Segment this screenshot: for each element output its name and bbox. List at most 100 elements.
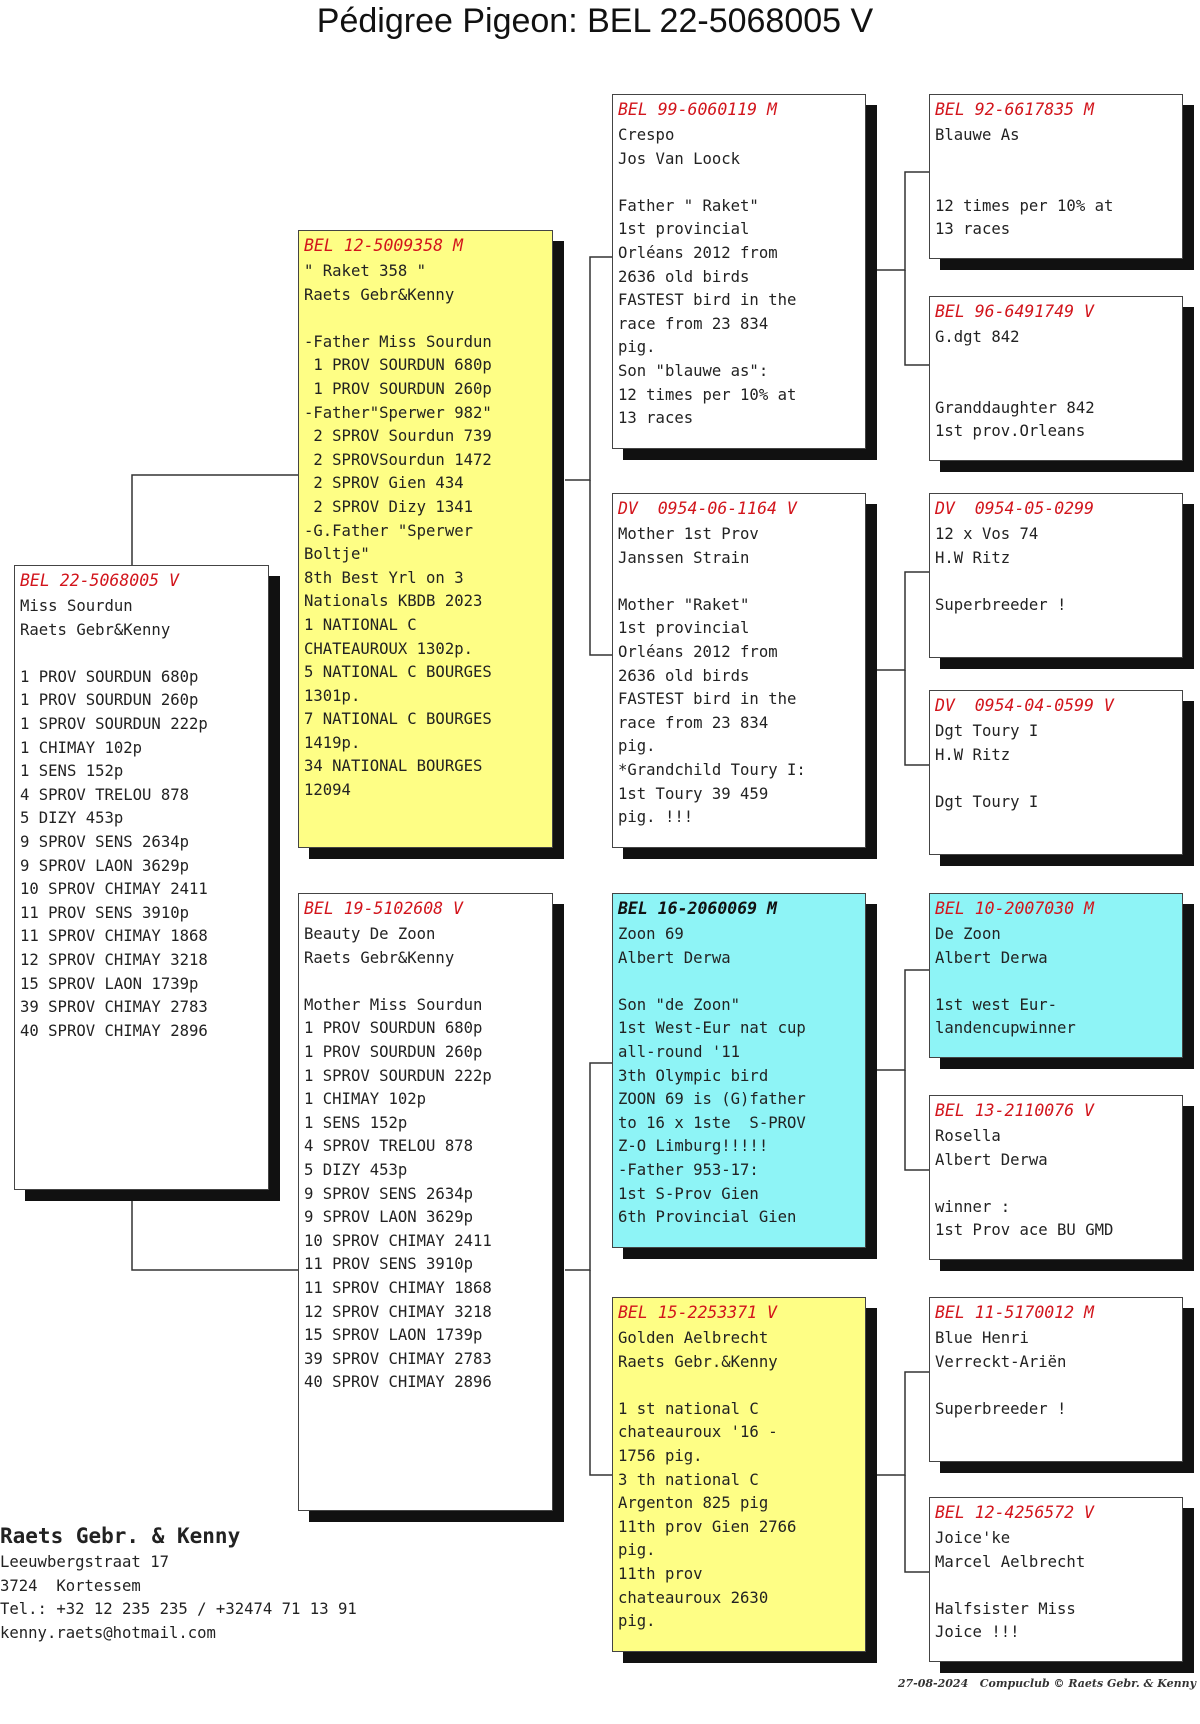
detail-line: Mother 1st Prov [618,525,759,543]
detail-line: Beauty De Zoon [304,925,436,943]
detail-line [20,642,262,666]
detail-line [935,970,1176,994]
detail-line: 39 SPROV CHIMAY 2783 [304,1349,492,1368]
detail-line [935,373,1176,397]
detail-line: 5 DIZY 453p [304,1160,408,1179]
detail-line: 10 SPROV CHIMAY 2411 [20,880,208,899]
breeder-name: Raets Gebr. & Kenny [0,1524,241,1548]
ring-number: BEL 92-6617835 M [935,100,1094,119]
detail-line: 1 PROV SOURDUN 260p [20,691,199,710]
detail-line: -Father Miss Sourdun [304,332,492,351]
detail-line: G.dgt 842 [935,328,1020,346]
detail-line: 1756 pig. [618,1446,703,1465]
detail-line: Halfsister Miss [935,1599,1076,1618]
detail-line: pig. [618,737,656,756]
pigeon-card-father[interactable]: BEL 12-5009358 M " Raket 358 "Raets Gebr… [298,230,553,848]
detail-line: 39 SPROV CHIMAY 2783 [20,998,208,1017]
page-title: Pédigree Pigeon: BEL 22-5068005 V [316,2,874,40]
detail-line: 3th Olympic bird [618,1066,769,1085]
detail-line: 9 SPROV SENS 2634p [20,832,189,851]
detail-line: 11 PROV SENS 3910p [304,1255,473,1274]
ring-number: DV 0954-06-1164 V [618,499,797,518]
detail-line [935,1374,1176,1398]
detail-line: 7 NATIONAL C BOURGES [304,710,492,729]
detail-line: Mother "Raket" [618,595,750,614]
footer-credit: 27-08-2024 Compuclub © Raets Gebr. & Ken… [897,1677,1196,1690]
breeder-email[interactable]: kenny.raets@hotmail.com [0,1623,216,1642]
detail-line: pig. [618,1541,656,1560]
detail-line: 1 CHIMAY 102p [20,738,143,757]
detail-line: 1301p. [304,686,361,705]
ring-number: BEL 16-2060069 M [618,899,777,918]
detail-line: 10 SPROV CHIMAY 2411 [304,1231,492,1250]
detail-line: 1st prov.Orleans [935,422,1086,441]
detail-line: Verreckt-Ariën [935,1352,1067,1371]
detail-line: Boltje" [304,545,370,564]
detail-line: landencupwinner [935,1019,1076,1038]
detail-line: 9 SPROV SENS 2634p [304,1184,473,1203]
detail-line: Z-O Limburg!!!!! [618,1137,769,1156]
detail-line: 12 x Vos 74 [935,525,1039,543]
detail-line: to 16 x 1ste S-PROV [618,1113,806,1132]
detail-line [935,148,1176,172]
detail-line: CHATEAUROUX 1302p. [304,639,473,658]
ring-number: BEL 10-2007030 M [935,899,1094,918]
detail-line: pig. !!! [618,808,694,827]
detail-line: Superbreeder ! [935,1399,1067,1418]
detail-line: Raets Gebr&Kenny [304,285,455,304]
detail-line: 15 SPROV LAON 1739p [304,1326,483,1345]
detail-line: Superbreeder ! [935,595,1067,614]
breeder-city: 3724 Kortessem [0,1576,141,1595]
detail-line: 8th Best Yrl on 3 [304,568,464,587]
detail-line: 1 PROV SOURDUN 260p [304,1042,483,1061]
detail-line: Rosella [935,1127,1001,1145]
detail-line: 1 PROV SOURDUN 680p [304,356,492,375]
detail-line: 4 SPROV TRELOU 878 [304,1137,473,1156]
ring-number: BEL 15-2253371 V [618,1303,777,1322]
detail-line [935,1574,1176,1598]
detail-line: Joice'ke [935,1529,1011,1547]
detail-line: 2 SPROV Dizy 1341 [304,497,473,516]
detail-line: 2 SPROVSourdun 1472 [304,450,492,469]
detail-line: H.W Ritz [935,745,1011,764]
breeder-phone: Tel.: +32 12 235 235 / +32474 71 13 91 [0,1600,357,1619]
detail-line: 5 NATIONAL C BOURGES [304,663,492,682]
breeder-street: Leeuwbergstraat 17 [0,1553,169,1571]
detail-line: 11th prov [618,1564,703,1583]
detail-line: *Grandchild Toury I: [618,760,806,779]
detail-line: 2 SPROV Gien 434 [304,474,464,493]
detail-line: 13 races [618,409,694,428]
detail-line: 11 SPROV CHIMAY 1868 [304,1278,492,1297]
ring-number: DV 0954-05-0299 [935,499,1094,518]
detail-line: 12 times per 10% at [618,385,797,404]
detail-line: Mother Miss Sourdun [304,995,483,1014]
detail-line: Miss Sourdun [20,597,133,615]
detail-line: 1419p. [304,733,361,752]
